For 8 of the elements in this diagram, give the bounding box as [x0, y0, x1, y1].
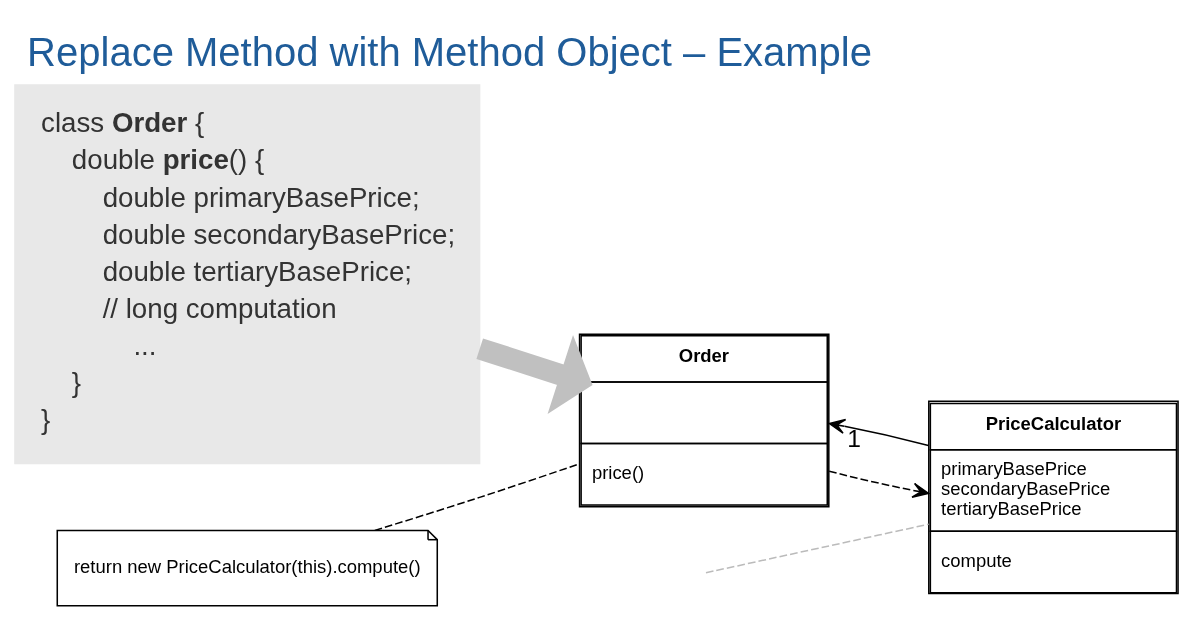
arrow: [828, 470, 930, 498]
connector: [374, 463, 580, 532]
node-box: class Order { double price() { double primaryBasePrice; double secondaryBasePrice; double tertiaryBasePrice; // long computation ... } }: [14, 84, 481, 465]
connector: [705, 523, 930, 574]
diagram-title: Replace Method with Method Object – Example: [27, 30, 873, 75]
arrow: [476, 335, 593, 415]
arrow: [828, 418, 930, 447]
edge-label: 1: [847, 425, 862, 453]
